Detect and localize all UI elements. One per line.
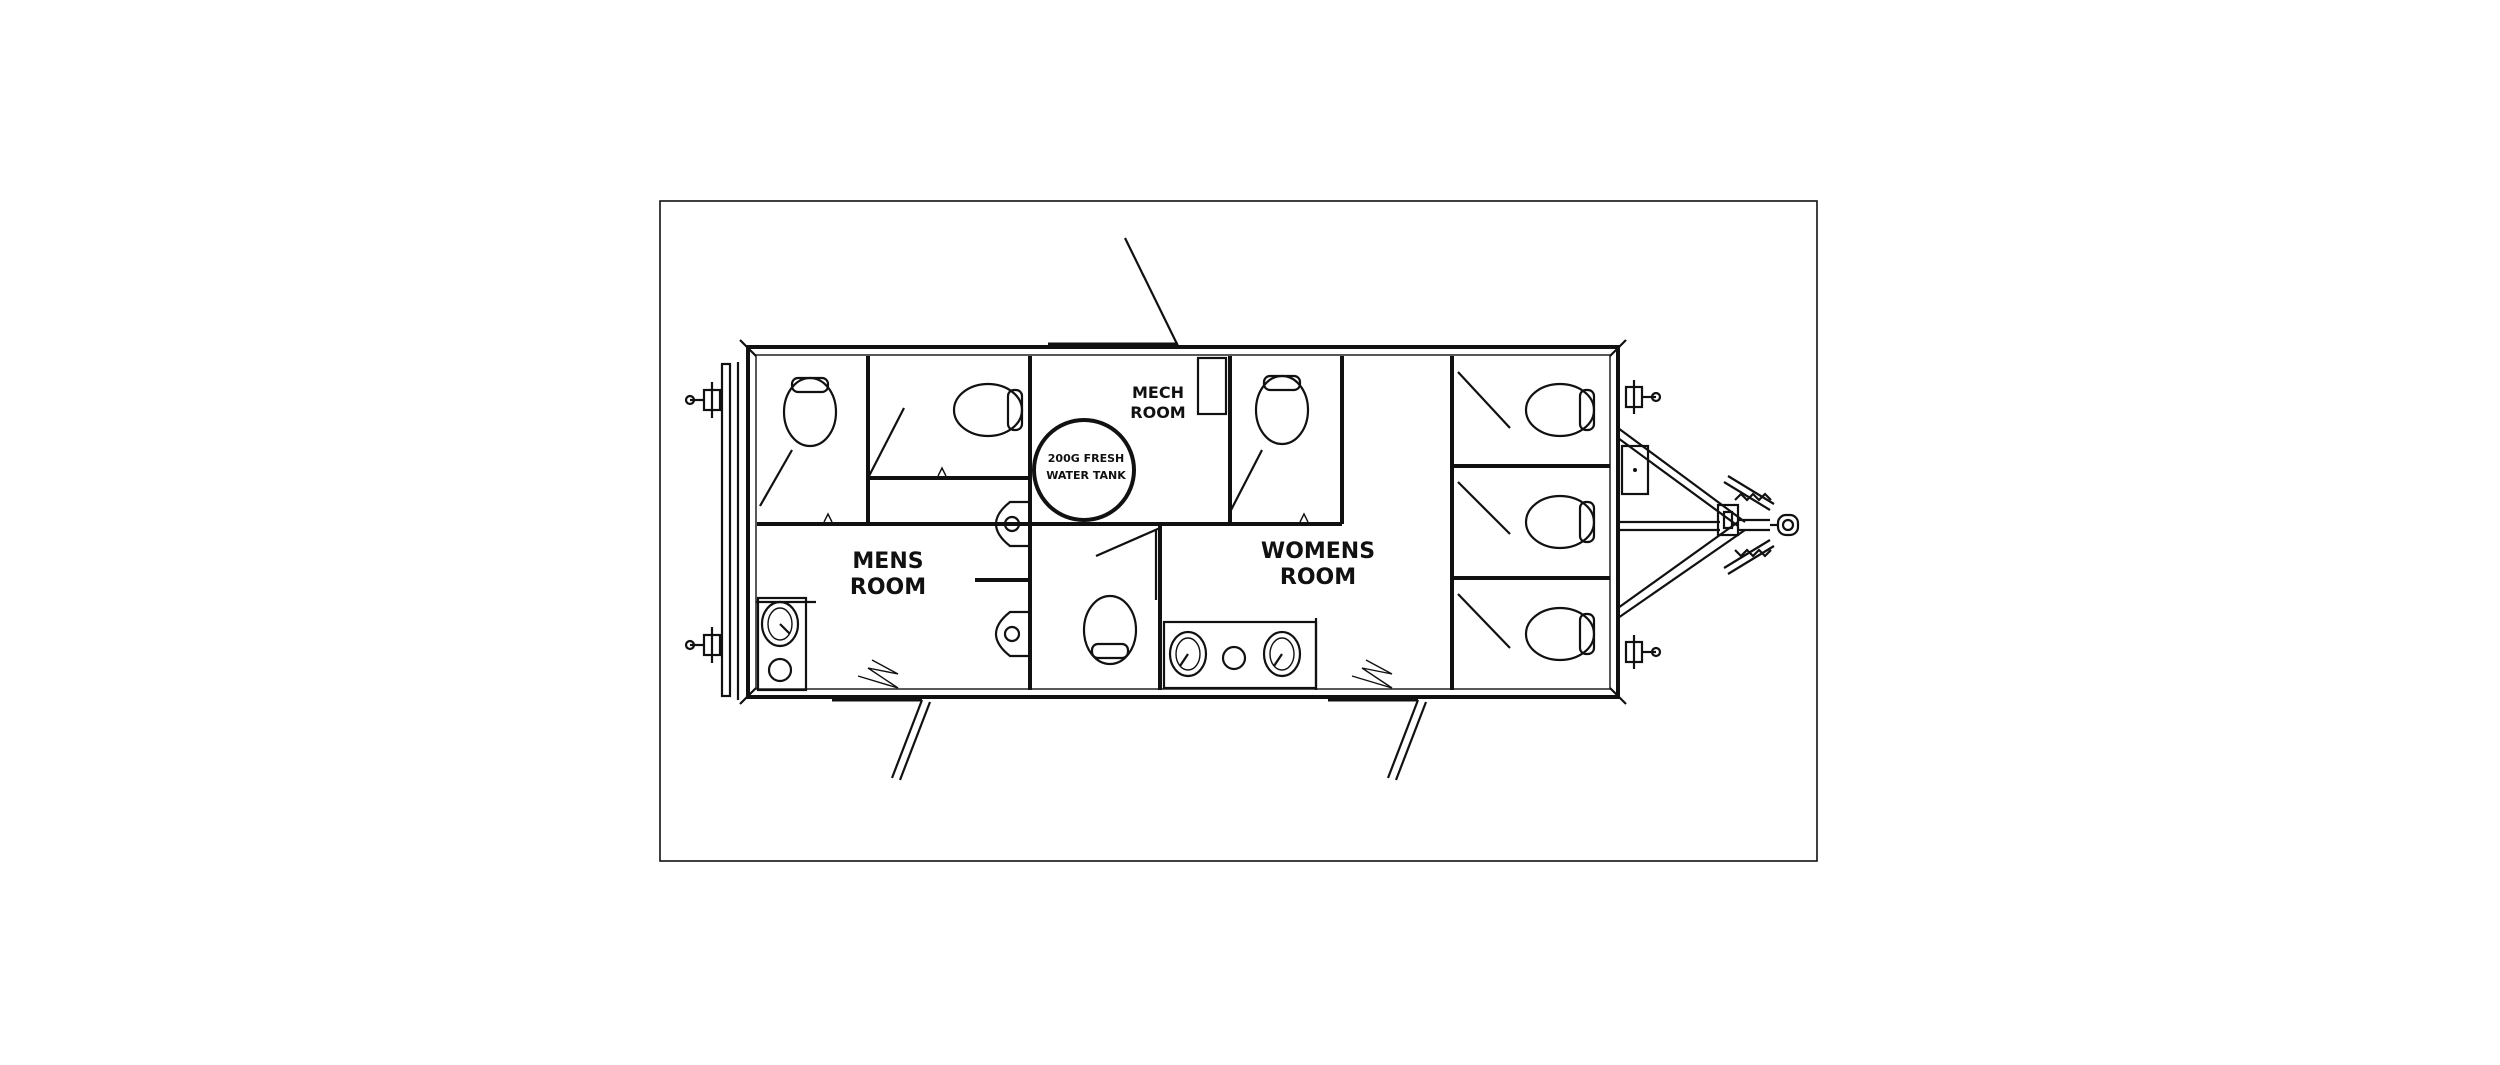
sink-icon	[1168, 630, 1208, 678]
mech-room-label-line1: MECH	[1132, 383, 1184, 402]
mens-room-label-line2: ROOM	[850, 575, 926, 600]
leveling-jack-icon	[684, 627, 722, 663]
toilet-icon	[1524, 382, 1596, 438]
drain-icon	[1221, 645, 1247, 671]
toilet-icon	[782, 376, 838, 448]
sink-icon	[1262, 630, 1302, 678]
mech-room-label-line2: ROOM	[1130, 403, 1185, 422]
toilet-icon	[952, 382, 1024, 438]
womens-room-label-line1: WOMENS	[1261, 539, 1375, 564]
toilet-icon	[1524, 494, 1596, 550]
trailer-tongue	[1617, 427, 1746, 619]
water-tank-label-line1: 200G FRESH	[1048, 452, 1124, 465]
toilet-icon	[1082, 594, 1138, 666]
leveling-jack-icon	[1624, 635, 1662, 669]
door-swing-icon	[857, 659, 1428, 781]
womens-room-label-line2: ROOM	[1280, 565, 1356, 590]
toilet-icon	[1254, 374, 1310, 446]
sink-icon	[760, 600, 800, 648]
toilet-icon	[1524, 606, 1596, 662]
drawing-frame	[659, 200, 1818, 862]
vent-pipe	[1124, 237, 1179, 347]
hitch-coupler-icon	[1723, 475, 1800, 575]
door-swing-icon	[759, 371, 1511, 649]
leveling-jack-icon	[1624, 380, 1662, 414]
interior-walls	[756, 356, 1610, 692]
leveling-jack-icon	[684, 382, 722, 418]
water-tank-circle	[1032, 418, 1136, 522]
drain-icon	[767, 657, 793, 683]
water-tank-label-line2: WATER TANK	[1046, 469, 1126, 482]
rear-bumper	[720, 362, 740, 700]
mens-room-label-line1: MENS	[852, 549, 923, 574]
urinal-icon	[994, 610, 1030, 658]
corner-caps	[739, 339, 1627, 705]
urinal-icon	[994, 500, 1030, 548]
